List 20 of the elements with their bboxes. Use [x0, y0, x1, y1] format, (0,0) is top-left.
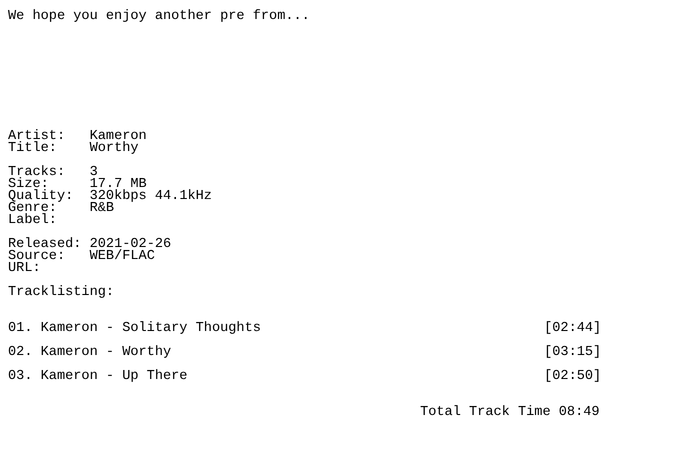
- field-value: WEB/FLAC: [90, 251, 155, 263]
- field-value: 3: [90, 167, 98, 179]
- track-title: 03. Kameron - Up There: [8, 371, 188, 383]
- track-duration: [02:44]: [544, 323, 602, 335]
- total-time: Total Track Time 08:49: [420, 407, 600, 419]
- field-value: Worthy: [90, 143, 139, 155]
- intro-text: We hope you enjoy another pre from...: [8, 11, 310, 23]
- track-duration: [03:15]: [544, 347, 602, 359]
- field-value: R&B: [90, 203, 114, 215]
- track-duration: [02:50]: [544, 371, 602, 383]
- field-label: Title:: [8, 143, 57, 155]
- field-label: Released:: [8, 239, 82, 251]
- field-label: Source:: [8, 251, 66, 263]
- field-label: Quality:: [8, 191, 74, 203]
- section-heading: Tracklisting:: [8, 287, 114, 299]
- track-title: 01. Kameron - Solitary Thoughts: [8, 323, 261, 335]
- field-value: 320kbps 44.1kHz: [90, 191, 212, 203]
- track-title: 02. Kameron - Worthy: [8, 347, 172, 359]
- field-label: URL:: [8, 263, 41, 275]
- field-label: Label:: [8, 215, 57, 227]
